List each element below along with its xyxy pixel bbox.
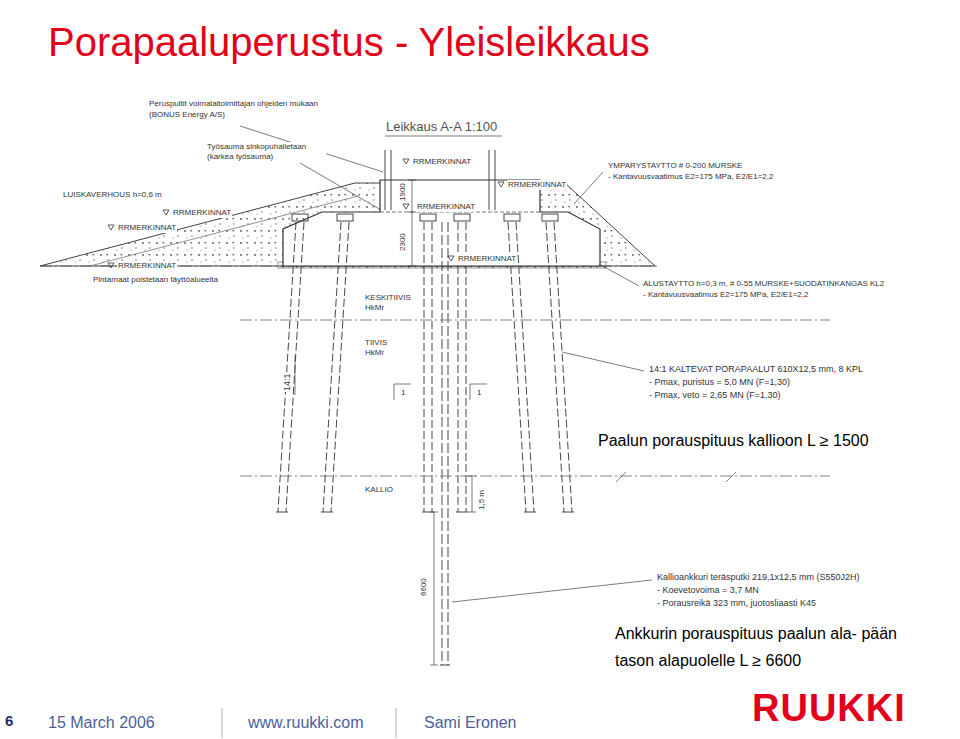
footer-date: 15 March 2006 xyxy=(48,713,155,732)
note: Pintamaat poistetaan täyttöalueelta xyxy=(92,275,219,285)
anchor-spec: Kallioankkuri teräsputki 219,1x12,5 mm (… xyxy=(656,572,861,583)
dimension: 6600 xyxy=(419,577,429,597)
level-mark: RRMERKINNAT xyxy=(412,157,472,167)
material-note: - Kantavuusvaatimus E2=175 MPa, E2/E1=2,… xyxy=(607,172,774,182)
soil-label: HkMr xyxy=(364,348,385,358)
level-mark: RRMERKINNAT xyxy=(507,180,567,190)
footer-author: Sami Eronen xyxy=(424,713,517,732)
material-note: ALUSTAYTTO h=0,3 m, # 0-55 MURSKE+SUODAT… xyxy=(642,279,885,289)
rock-label: KALLIO xyxy=(364,485,394,495)
callout-note: Työsauma sinkopuhalletaan (karkea työsau… xyxy=(206,142,326,162)
pile-spec: 14:1 KALTEVAT PORAPAALUT 610X12,5 mm, 8 … xyxy=(648,364,864,375)
anchor-spec: - Porausreikä 323 mm, juotosliaasti K45 xyxy=(656,598,817,609)
footer-url: www.ruukki.com xyxy=(248,713,364,732)
level-mark: RRMERKINNAT xyxy=(416,202,476,212)
slope-ratio: 14:1 xyxy=(282,372,293,392)
dimension: 1900 xyxy=(398,182,408,202)
soil-label: KESKITIIVIS xyxy=(364,293,412,303)
annotation: Ankkurin porauspituus paalun ala- pään t… xyxy=(614,620,916,674)
company-logo: RUUKKI xyxy=(752,686,906,732)
soil-label: HkMr xyxy=(364,303,385,313)
dimension: 2300 xyxy=(398,232,408,252)
annotation: Paalun porauspituus kallioon L ≥ 1500 xyxy=(597,431,870,450)
soil-label: TIIVIS xyxy=(364,338,388,348)
layer-note: LUISKAVERHOUS h=0,6 m xyxy=(62,190,163,200)
slope-marker: 1 xyxy=(476,388,482,398)
material-note: YMPARYSTAYTTO # 0-200 MURSKE xyxy=(607,161,743,171)
level-mark: RRMERKINNAT xyxy=(117,223,177,233)
level-mark: RRMERKINNAT xyxy=(117,261,177,271)
page-number: 6 xyxy=(5,712,13,730)
callout-note: Peruspultit voimalaitoimittajan ohjeiden… xyxy=(148,98,350,120)
pile-spec: - Pmax, puristus = 5,0 MN (F=1,30) xyxy=(648,377,791,388)
slide-title: Porapaaluperustus - Yleisleikkaus xyxy=(48,18,650,66)
material-note: - Kantavuusvaatimus E2=175 MPa, E2/E1=2,… xyxy=(642,290,809,300)
level-mark: RRMERKINNAT xyxy=(457,254,517,264)
level-mark: RRMERKINNAT xyxy=(172,208,232,218)
section-title: Leikkaus A-A 1:100 xyxy=(385,119,498,135)
dimension: 1,5 m xyxy=(477,489,487,511)
slope-marker: 1 xyxy=(400,388,406,398)
anchor-spec: - Koevetovoima = 3,7 MN xyxy=(656,585,760,596)
pile-spec: - Pmax, veto = 2,65 MN (F=1,30) xyxy=(648,390,782,401)
